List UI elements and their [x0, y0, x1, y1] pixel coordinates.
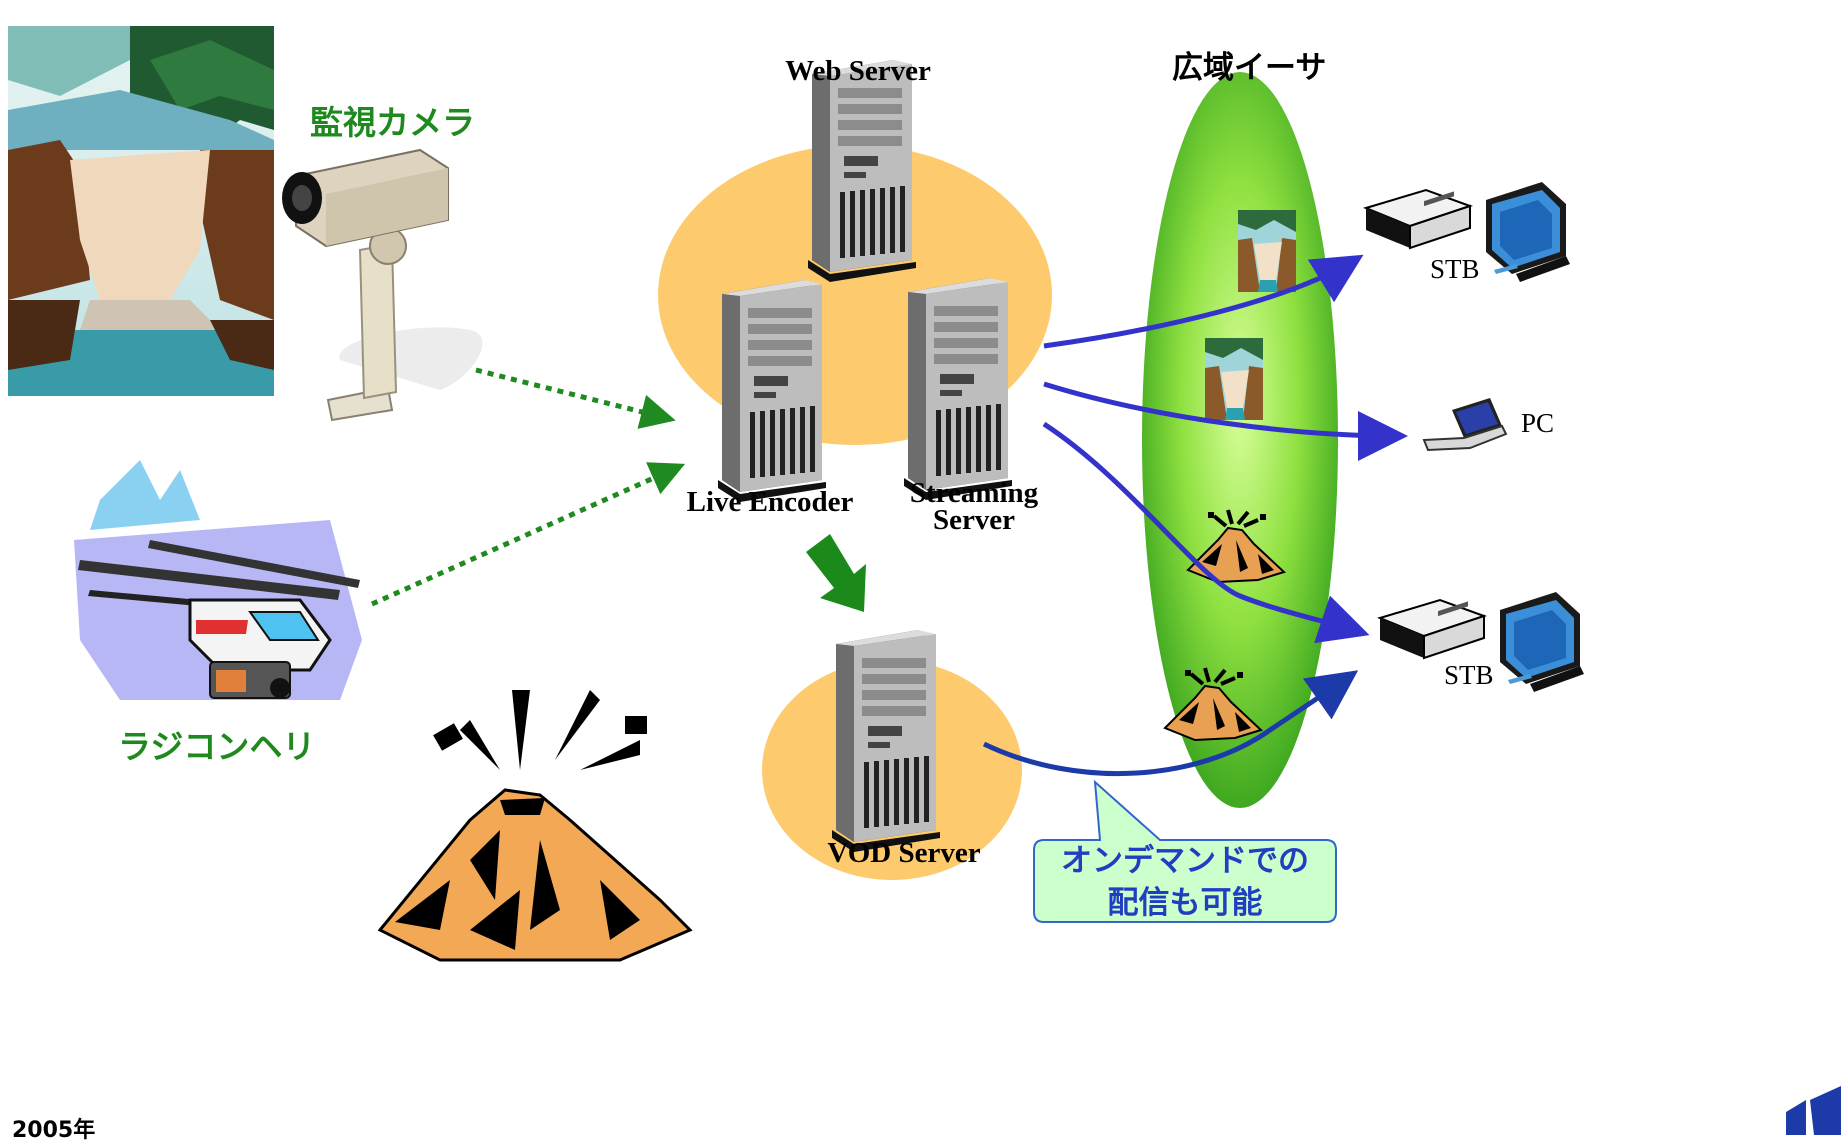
stb-top-label: STB — [1430, 254, 1480, 284]
streaming-server-label-line1: Streaming — [909, 477, 1039, 509]
camera-label: 監視カメラ — [310, 103, 475, 142]
surveillance-camera-icon — [282, 148, 483, 422]
streaming-server-label-line2: Server — [932, 504, 1016, 536]
company-logo — [1786, 1086, 1841, 1135]
camera-feed-arrow — [475, 367, 676, 429]
web-server-label: Web Server — [785, 55, 931, 87]
callout-text: オンデマンドでの 配信も可能 — [1030, 840, 1340, 924]
rc-helicopter-icon — [74, 460, 362, 700]
archive-to-vod-arrow — [806, 534, 866, 612]
stream-to-pc-arrow — [1043, 381, 1408, 461]
web-server-icon — [808, 60, 916, 282]
streaming-server-icon — [904, 278, 1012, 500]
dam-thumbnail-icon — [1238, 210, 1296, 292]
wide-area-ethernet-label: 広域イーサ — [1172, 50, 1327, 86]
stb-bottom-label: STB — [1444, 660, 1494, 690]
stream-to-stb-top-arrow — [1043, 254, 1364, 349]
pc-label: PC — [1521, 408, 1555, 438]
vod-server-icon — [832, 630, 940, 852]
on-demand-callout — [1033, 779, 1337, 923]
helicopter-feed-arrow — [370, 462, 686, 607]
laptop-pc-icon — [1422, 398, 1508, 452]
stream-to-stb-bottom-arrow — [1042, 421, 1370, 644]
live-encoder-label: Live Encoder — [686, 486, 854, 518]
dam-illustration — [8, 26, 274, 396]
wide-area-ethernet-zone — [1142, 72, 1338, 808]
live-encoder-icon — [718, 280, 826, 502]
helicopter-label: ラジコンヘリ — [118, 727, 316, 766]
callout-line1: オンデマンドでの — [1061, 843, 1309, 879]
vod-server-label: VOD Server — [827, 837, 981, 869]
dam-thumbnail-icon — [1205, 338, 1263, 420]
volcano-icon — [377, 690, 693, 962]
footer-year: 2005年 — [12, 1118, 96, 1143]
vod-to-stb-arrow — [982, 670, 1359, 777]
callout-line2: 配信も可能 — [1107, 885, 1263, 921]
